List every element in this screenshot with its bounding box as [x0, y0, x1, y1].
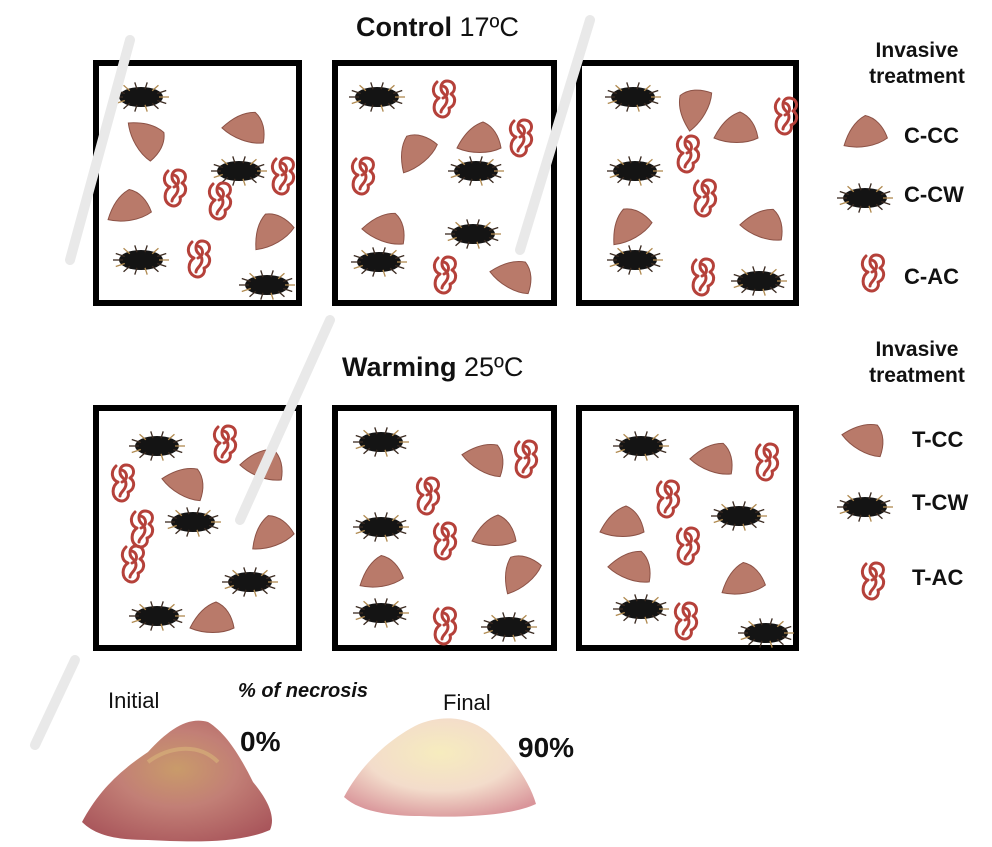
- watermark-strokes: [0, 0, 992, 847]
